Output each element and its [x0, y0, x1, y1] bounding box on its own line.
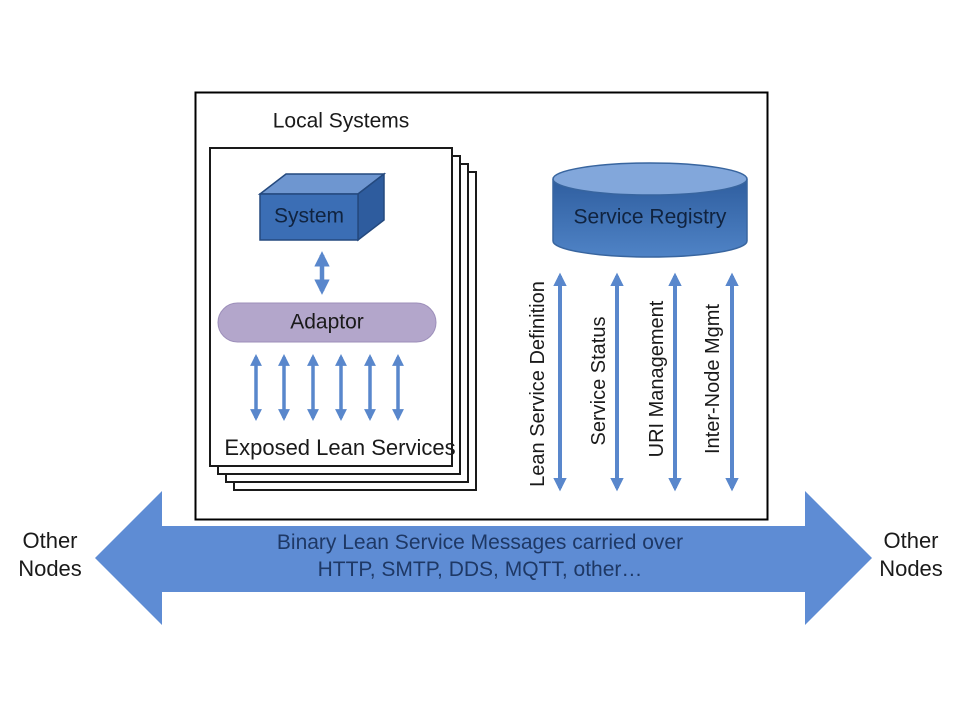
- adaptor-pill: [217, 302, 437, 343]
- bus-message-text: Binary Lean Service Messages carried ove…: [277, 529, 683, 583]
- system-box-front: [259, 193, 359, 241]
- service-registry-label: Service Registry: [573, 205, 727, 229]
- exposed-lean-services-label: Exposed Lean Services: [224, 434, 456, 460]
- other-nodes-left-label: Other Nodes: [18, 527, 82, 583]
- other-nodes-right-label: Other Nodes: [879, 527, 943, 583]
- channel-label-lean-service-definition: Lean Service Definition: [527, 281, 549, 487]
- channel-label-service-status: Service Status: [588, 316, 610, 446]
- channel-label-inter-node-mgmt: Inter-Node Mgmt: [702, 303, 724, 455]
- system-label: System: [273, 204, 345, 228]
- bus-message-line1: Binary Lean Service Messages carried ove…: [276, 531, 684, 554]
- connector-arrows: [250, 251, 739, 492]
- cylinder-top: [552, 162, 748, 196]
- other-nodes-left-line1: Other: [22, 528, 78, 553]
- other-nodes-right-line1: Other: [883, 528, 939, 553]
- local-systems-title: Local Systems: [272, 109, 410, 133]
- other-nodes-right-line2: Nodes: [879, 556, 943, 581]
- bus-arrow: [95, 491, 872, 625]
- channel-label-uri-management: URI Management: [646, 300, 668, 458]
- adaptor-label: Adaptor: [290, 310, 364, 334]
- bus-message-line2: HTTP, SMTP, DDS, MQTT, other…: [317, 558, 643, 581]
- system-box: [257, 172, 387, 242]
- other-nodes-left-line2: Nodes: [18, 556, 82, 581]
- service-registry-cylinder: [552, 162, 748, 258]
